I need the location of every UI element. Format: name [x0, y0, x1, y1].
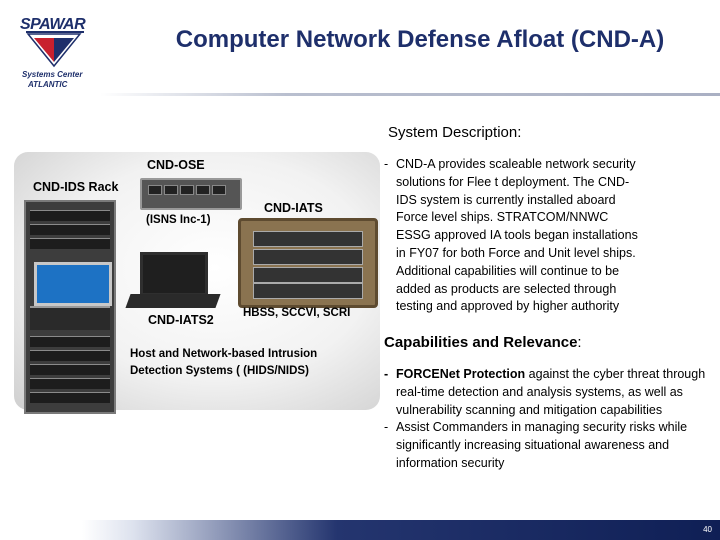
capabilities-heading-text: Capabilities and Relevance [384, 334, 578, 351]
bullet-mark: - [384, 367, 389, 381]
spawar-logo: SPAWAR Systems Center ATLANTIC [14, 10, 100, 90]
bullet-text: Assist Commanders in managing security r… [396, 420, 688, 470]
system-description-text: - CND-A provides scaleable network secur… [384, 156, 710, 316]
label-cnd-ids-rack: CND-IDS Rack [33, 180, 119, 194]
description-line: solutions for Flee t deployment. The CND… [396, 174, 630, 189]
description-line: testing and approved by higher authority [396, 299, 620, 314]
logo-subtitle-2: ATLANTIC [28, 80, 68, 89]
logo-subtitle-1: Systems Center [22, 70, 83, 79]
description-line: IDS system is currently installed aboard [396, 192, 616, 207]
capabilities-heading-colon: : [577, 334, 582, 351]
cnd-ose-server-image [140, 178, 242, 210]
bullet-mark: - [384, 420, 389, 435]
label-isns: (ISNS Inc-1) [146, 214, 211, 226]
laptop-keyboard [125, 294, 221, 308]
spawar-emblem-icon [26, 31, 84, 68]
description-line: in FY07 for both Force and Unit level sh… [396, 245, 636, 260]
cnd-iats-rack-image [238, 218, 378, 308]
capabilities-list: - FORCENet Protection against the cyber … [384, 366, 712, 473]
label-cnd-iats2: CND-IATS2 [148, 313, 214, 327]
description-line: ESSG approved IA tools began installatio… [396, 228, 638, 243]
bullet-text: against the cyber threat through real-ti… [396, 367, 706, 417]
header-divider [100, 93, 720, 96]
figure-caption-line-2: Detection Systems ( (HIDS/NIDS) [130, 365, 309, 377]
label-cnd-ose: CND-OSE [147, 158, 205, 172]
cnd-ids-rack-image [24, 200, 116, 414]
capabilities-heading: Capabilities and Relevance: [384, 334, 582, 351]
figure-caption-line-1: Host and Network-based Intrusion [130, 348, 318, 360]
logo-wordmark: SPAWAR [20, 16, 86, 33]
footer-bar: 40 [82, 520, 720, 540]
label-hbss-sccvi-scri: HBSS, SCCVI, SCRI [243, 307, 351, 319]
list-item: - Assist Commanders in managing security… [384, 419, 712, 472]
page-title: Computer Network Defense Afloat (CND-A) [175, 26, 665, 53]
system-description-heading: System Description: [388, 124, 522, 141]
description-dash: - [384, 157, 389, 171]
description-line: CND-A provides scaleable network securit… [396, 157, 636, 171]
description-line: added as products are selected through [396, 281, 617, 296]
forcenet-protection-label: FORCENet Protection [396, 367, 526, 381]
description-line: Force level ships. STRATCOM/NNWC [396, 210, 609, 225]
label-cnd-iats: CND-IATS [264, 201, 323, 215]
cnd-iats2-laptop-image [140, 252, 208, 296]
description-line: Additional capabilities will continue to… [396, 263, 620, 278]
list-item: - FORCENet Protection against the cyber … [384, 366, 712, 419]
page-number: 40 [703, 525, 712, 534]
